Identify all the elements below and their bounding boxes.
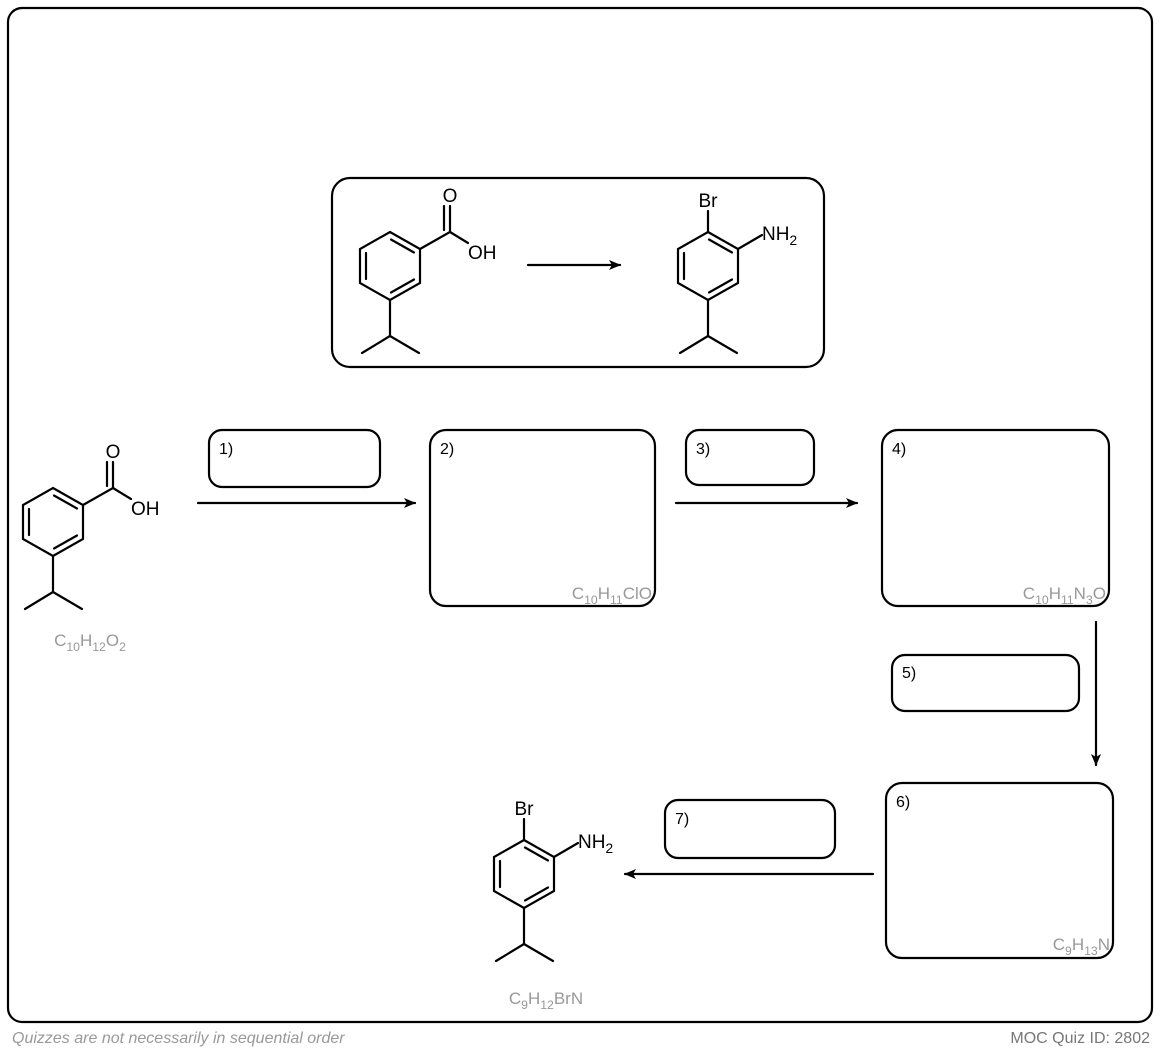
atom-br: Br: [699, 191, 719, 212]
target-product-molecule: Br NH2: [678, 191, 797, 353]
step-box-2[interactable]: 2) C10H11ClO: [428, 428, 657, 608]
atom-o: O: [106, 442, 121, 463]
atom-br: Br: [515, 799, 535, 820]
product-molecule: Br NH2: [494, 799, 613, 961]
quiz-id: MOC Quiz ID: 2802: [1010, 1030, 1150, 1047]
step-formula: C10H11ClO: [572, 584, 652, 607]
target-reactant-molecule: O OH: [360, 186, 497, 353]
starting-formula: C10H12O2: [54, 631, 126, 654]
outer-frame: [6, 6, 1154, 1024]
starting-material: O OH: [23, 442, 160, 609]
atom-nh2: NH2: [762, 224, 797, 248]
step-label: 5): [902, 665, 916, 682]
step-box-7[interactable]: 7): [663, 798, 837, 860]
step-label: 7): [675, 811, 689, 828]
step-label: 6): [896, 794, 910, 811]
step-label: 2): [440, 441, 454, 458]
step-box-1[interactable]: 1): [207, 428, 382, 489]
step-box-5[interactable]: 5): [890, 653, 1081, 713]
step-label: 1): [219, 441, 233, 458]
step-label: 3): [696, 441, 710, 458]
product-formula: C9H12BrN: [509, 989, 583, 1012]
step-box-6[interactable]: 6) C9H13N: [884, 781, 1115, 960]
step-formula: C10H11N3O: [1023, 584, 1106, 607]
step-box-4[interactable]: 4) C10H11N3O: [880, 428, 1111, 608]
atom-oh: OH: [468, 243, 497, 264]
atom-o: O: [443, 186, 458, 207]
atom-nh2: NH2: [578, 832, 613, 856]
atom-oh: OH: [131, 499, 160, 520]
sequence-note: Quizzes are not necessarily in sequentia…: [12, 1030, 345, 1047]
step-label: 4): [892, 441, 906, 458]
step-formula: C9H13N: [1053, 935, 1110, 958]
target-reaction-box: O OH Br NH2: [330, 176, 826, 369]
step-box-3[interactable]: 3): [684, 428, 816, 487]
